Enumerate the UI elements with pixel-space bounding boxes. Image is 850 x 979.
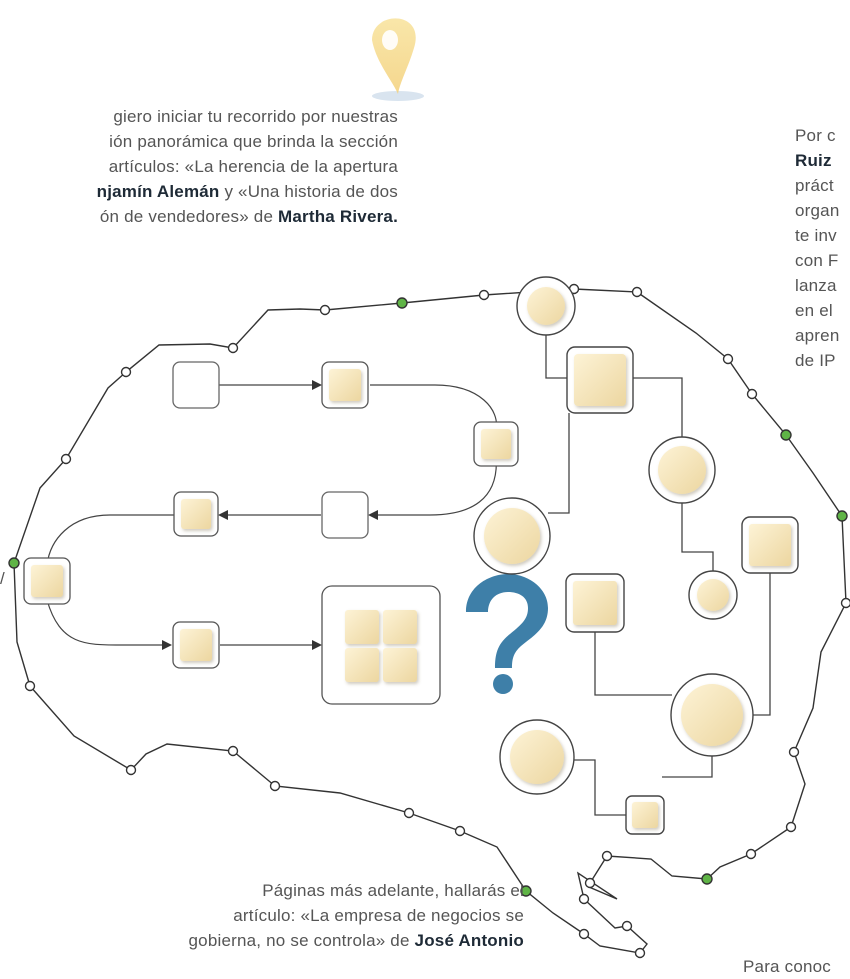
four-block-grid [322,586,440,704]
circuit-circle-3 [649,437,715,503]
flow-box-7 [173,622,219,668]
cut-off-text: Para conoc [743,954,831,979]
flow-empty-box-4 [322,492,368,538]
intro-paragraph: giero iniciar tu recorrido por nuestras … [97,104,398,229]
circuit-box-5 [742,517,798,573]
intro-line-2: ión panorámica que brinda la sección [97,129,398,154]
circuit-circle-1 [517,277,575,335]
circuit-box-10 [626,796,664,834]
bottom-line-1: Páginas más adelante, hallarás el [189,878,524,903]
right-column-paragraph: Por c Ruiz práct organ te inv con F lanz… [795,123,839,373]
circuit-circle-4 [474,498,550,574]
author-name: Ruiz [795,151,832,170]
sidebar-line: Ruiz [795,148,839,173]
sidebar-line: de IP [795,348,839,373]
bottom-line-3-text: gobierna, no se controla» de [189,931,415,950]
intro-line-4: njamín Alemán y «Una historia de dos [97,179,398,204]
sidebar-line: Por c [795,123,839,148]
intro-line-1: giero iniciar tu recorrido por nuestras [97,104,398,129]
question-mark-icon [466,574,548,694]
intro-line-5: ón de vendedores» de Martha Rivera. [97,204,398,229]
flow-empty-box-1 [173,362,219,408]
sidebar-line-text: con F [795,251,839,270]
flow-box-6 [24,558,70,604]
flow-box-2 [322,362,368,408]
flow-box-3 [474,422,518,466]
circuit-circle-9 [500,720,574,794]
circuit-circle-8 [671,674,753,756]
sidebar-line: práct [795,173,839,198]
sidebar-line: en el [795,298,839,323]
flow-box-5 [174,492,218,536]
author-name: njamín Alemán [97,182,220,201]
bottom-line-2: artículo: «La empresa de negocios se [189,903,524,928]
bottom-line-3: gobierna, no se controla» de José Antoni… [189,928,524,953]
map-pin-icon [372,18,424,101]
sidebar-line: con F [795,248,839,273]
sidebar-line: organ [795,198,839,223]
circuit-box-2 [567,347,633,413]
intro-line-4-text: y «Una historia de dos [220,182,398,201]
cut-off-left-text: / [0,566,5,591]
sidebar-line: te inv [795,223,839,248]
circuit-box-6 [566,574,624,632]
intro-line-5-text: ón de vendedores» de [100,207,278,226]
bottom-paragraph: Páginas más adelante, hallarás el artícu… [189,878,524,953]
author-name: Martha Rivera. [278,207,398,226]
intro-line-3: artículos: «La herencia de la apertura [97,154,398,179]
sidebar-line: lanza [795,273,839,298]
sidebar-line: apren [795,323,839,348]
circuit-circle-7 [689,571,737,619]
author-name: José Antonio [415,931,524,950]
